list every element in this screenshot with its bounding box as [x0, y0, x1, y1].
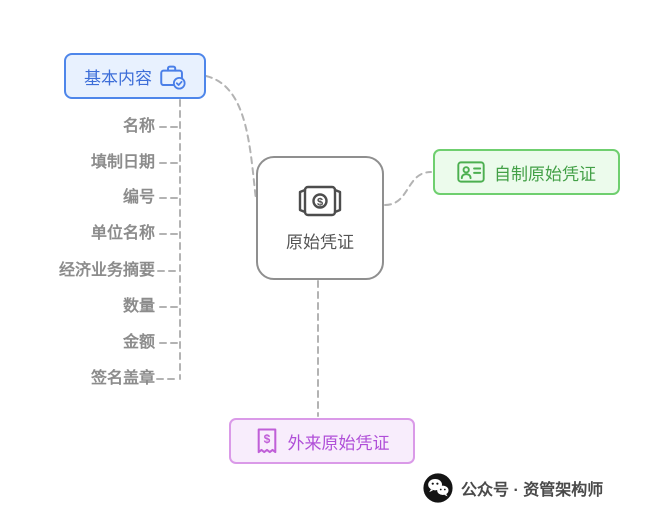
list-item: 数量 [122, 298, 155, 315]
node-self-made-voucher: 自制原始凭证 [433, 149, 620, 195]
list-item: 金额 [122, 334, 155, 351]
footer-label: 公众号 · 资管架构师 [461, 482, 604, 499]
list-item: 签名盖章 [90, 370, 155, 387]
receipt-dollar-icon: $ [255, 427, 279, 455]
list-item: 填制日期 [90, 154, 155, 171]
footer-watermark: 公众号 · 资管架构师 [423, 473, 603, 503]
wechat-icon [423, 473, 453, 503]
list-item: 经济业务摘要 [58, 262, 155, 279]
self-made-voucher-label: 自制原始凭证 [494, 164, 596, 184]
svg-text:$: $ [263, 432, 270, 446]
list-item: 单位名称 [90, 225, 155, 242]
svg-text:$: $ [317, 196, 323, 208]
node-basic-content: 基本内容 [64, 53, 206, 99]
original-voucher-label: 原始凭证 [286, 232, 354, 252]
id-card-icon [457, 160, 485, 184]
list-item: 编号 [122, 189, 155, 206]
node-external-voucher: $ 外来原始凭证 [229, 418, 415, 464]
basic-content-label: 基本内容 [84, 68, 152, 88]
basic-items-list: 名称 填制日期 编号 单位名称 经济业务摘要 数量 金额 签名盖章 [0, 0, 155, 518]
list-item: 名称 [122, 118, 155, 135]
connector-basic-to-center [205, 75, 257, 201]
banknote-icon: $ [298, 184, 342, 218]
external-voucher-label: 外来原始凭证 [287, 433, 390, 453]
briefcase-check-icon [159, 63, 186, 90]
connector-center-to-selfmade [384, 171, 432, 206]
node-original-voucher: $ 原始凭证 [256, 156, 384, 280]
connector-item-ticks [156, 126, 180, 380]
